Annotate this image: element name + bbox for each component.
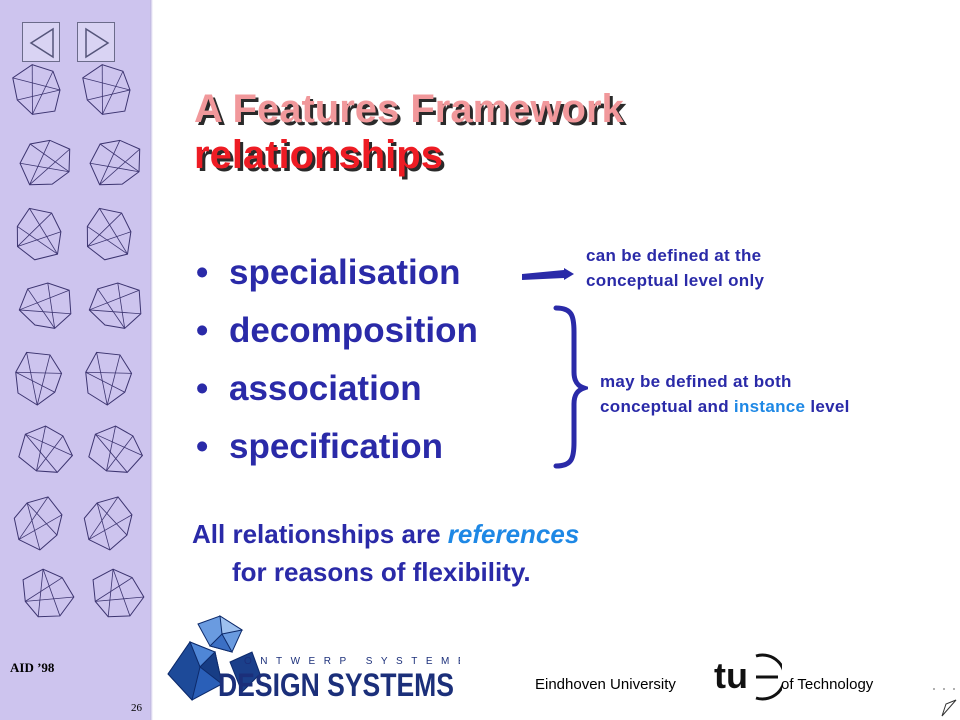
next-slide-button[interactable] xyxy=(77,22,115,62)
crystal-shape xyxy=(83,496,133,551)
ontwerp-design-systems-logo: ONTWERP SYSTEMEN DESIGN SYSTEMS xyxy=(167,615,460,702)
triangle-right-icon xyxy=(85,27,110,59)
prev-slide-button[interactable] xyxy=(22,22,60,62)
crystal-shape xyxy=(16,207,62,261)
page-number: 26 xyxy=(131,702,142,714)
note-conceptual-line1: can be defined at the xyxy=(586,246,762,265)
crystal-shape xyxy=(88,425,144,473)
note-both-line2-post: level xyxy=(805,397,850,416)
corner-arrow-icon xyxy=(941,699,957,717)
relationship-list: • specialisation • decomposition • associat… xyxy=(196,244,478,476)
list-item-label: specification xyxy=(229,427,443,466)
slide-title: A Features Framework relationships xyxy=(194,86,624,178)
corner-dots-icon xyxy=(933,688,955,690)
summary-statement: All relationships are references for rea… xyxy=(192,515,579,591)
slide-title-line2: relationships xyxy=(194,133,443,177)
ods-main-text: DESIGN SYSTEMS xyxy=(218,667,454,702)
note-both-line1: may be defined at both xyxy=(600,372,792,391)
curly-brace-icon xyxy=(553,305,588,469)
tue-text-left: Eindhoven University xyxy=(535,676,676,693)
tue-text-right: of Technology xyxy=(781,676,874,693)
sidebar-edge xyxy=(150,0,153,720)
tue-logo-text: tu xyxy=(714,655,748,696)
bullet-marker: • xyxy=(196,311,209,350)
list-item-label: association xyxy=(229,369,422,408)
crystal-shape xyxy=(89,139,141,186)
crystal-shape xyxy=(19,139,71,186)
bullet-marker: • xyxy=(196,427,209,466)
crystal-shape xyxy=(18,425,74,473)
crystal-shape xyxy=(13,496,63,551)
crystal-shape xyxy=(86,207,132,261)
crystal-shape xyxy=(85,351,133,406)
list-item-label: decomposition xyxy=(229,311,478,350)
note-both-highlight: instance xyxy=(733,397,806,416)
connector-arrow-icon xyxy=(522,268,574,280)
list-item: • specification xyxy=(196,418,478,476)
footer-label: AID ’98 xyxy=(10,660,55,675)
triangle-left-icon xyxy=(29,27,54,59)
list-item: • decomposition xyxy=(196,302,478,360)
list-item: • association xyxy=(196,360,478,418)
note-both-line2-pre: conceptual and xyxy=(600,397,734,416)
crystal-shape xyxy=(15,351,63,406)
bullet-marker: • xyxy=(196,369,209,408)
tue-logo: Eindhoven University tu of Technology xyxy=(535,646,895,706)
crystal-shape xyxy=(12,64,61,115)
crystal-pattern xyxy=(12,64,145,618)
ods-top-text: ONTWERP SYSTEMEN xyxy=(244,656,460,667)
note-conceptual-line2: conceptual level only xyxy=(586,271,765,290)
note-conceptual-only: can be defined at the conceptual level o… xyxy=(586,243,764,293)
bullet-marker: • xyxy=(196,253,209,292)
slide-title-line1: A Features Framework xyxy=(194,87,624,131)
note-both-levels: may be defined at both conceptual and in… xyxy=(600,369,850,419)
crystal-shape xyxy=(18,282,72,329)
list-item: • specialisation xyxy=(196,244,478,302)
summary-pre: All relationships are xyxy=(192,519,448,549)
crystal-shape xyxy=(22,568,75,618)
sidebar-panel xyxy=(0,0,150,720)
list-item-label: specialisation xyxy=(229,253,461,292)
crystal-shape xyxy=(92,568,145,618)
summary-line2: for reasons of flexibility. xyxy=(232,557,531,587)
tue-mark-icon: tu xyxy=(714,653,782,701)
crystal-shape xyxy=(82,64,131,115)
summary-emphasis: references xyxy=(447,519,580,549)
crystal-shape xyxy=(88,282,142,329)
